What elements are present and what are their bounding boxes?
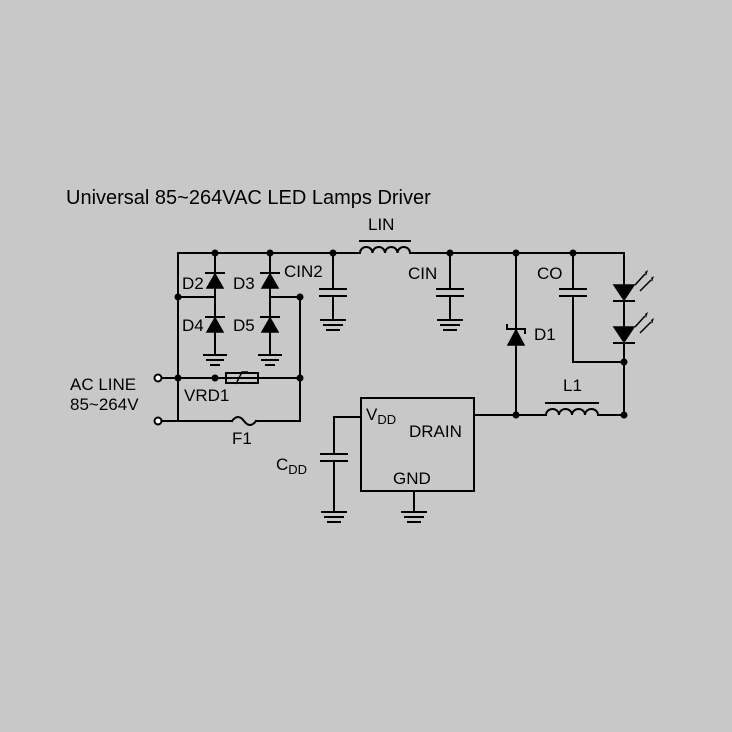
d3-label: D3 — [233, 274, 255, 293]
cin2-label: CIN2 — [284, 262, 323, 281]
bridge-rectifier: D2 D3 D4 D5 — [177, 252, 301, 422]
junction-dots — [174, 249, 628, 419]
gnd-pin-label: GND — [393, 469, 431, 488]
ac-range-label: 85~264V — [70, 395, 139, 414]
diode-d3: D3 — [233, 272, 280, 293]
ac-input: AC LINE 85~264V — [70, 373, 301, 426]
ground-symbol — [258, 354, 282, 366]
cin-label: CIN — [408, 264, 437, 283]
d1-label: D1 — [534, 325, 556, 344]
co-label: CO — [537, 264, 563, 283]
capacitor-co: CO — [537, 252, 625, 363]
ac-line-label: AC LINE — [70, 375, 136, 394]
controller-ic: VDD DRAIN GND — [360, 397, 475, 523]
d5-label: D5 — [233, 316, 255, 335]
drain-pin-label: DRAIN — [409, 422, 462, 441]
led-string — [612, 252, 654, 416]
ac-terminal — [153, 416, 163, 426]
diode-d1: D1 — [506, 252, 556, 416]
fuse-f1: F1 — [230, 416, 258, 448]
diode-d5: D5 — [233, 316, 280, 335]
led-icon — [612, 270, 654, 302]
vdd-pin-label: VDD — [366, 405, 396, 427]
inductor-l1: L1 — [473, 376, 625, 417]
inductor-lin: LIN — [358, 215, 412, 255]
diode-d4: D4 — [182, 316, 225, 335]
capacitor-cin2: CIN2 — [284, 252, 347, 331]
l1-label: L1 — [563, 376, 582, 395]
d4-label: D4 — [182, 316, 204, 335]
lin-label: LIN — [368, 215, 394, 234]
capacitor-cdd: CDD — [276, 416, 362, 523]
f1-label: F1 — [232, 429, 252, 448]
varistor-vrd1: VRD1 — [184, 371, 259, 405]
ground-symbol — [203, 354, 227, 366]
cdd-label: CDD — [276, 455, 307, 477]
capacitor-cin: CIN — [408, 252, 464, 331]
diagram-title: Universal 85~264VAC LED Lamps Driver — [66, 187, 431, 209]
d2-label: D2 — [182, 274, 204, 293]
ac-terminal — [153, 373, 163, 383]
vrd1-label: VRD1 — [184, 386, 229, 405]
led-icon — [612, 312, 654, 344]
diode-d2: D2 — [182, 272, 225, 293]
